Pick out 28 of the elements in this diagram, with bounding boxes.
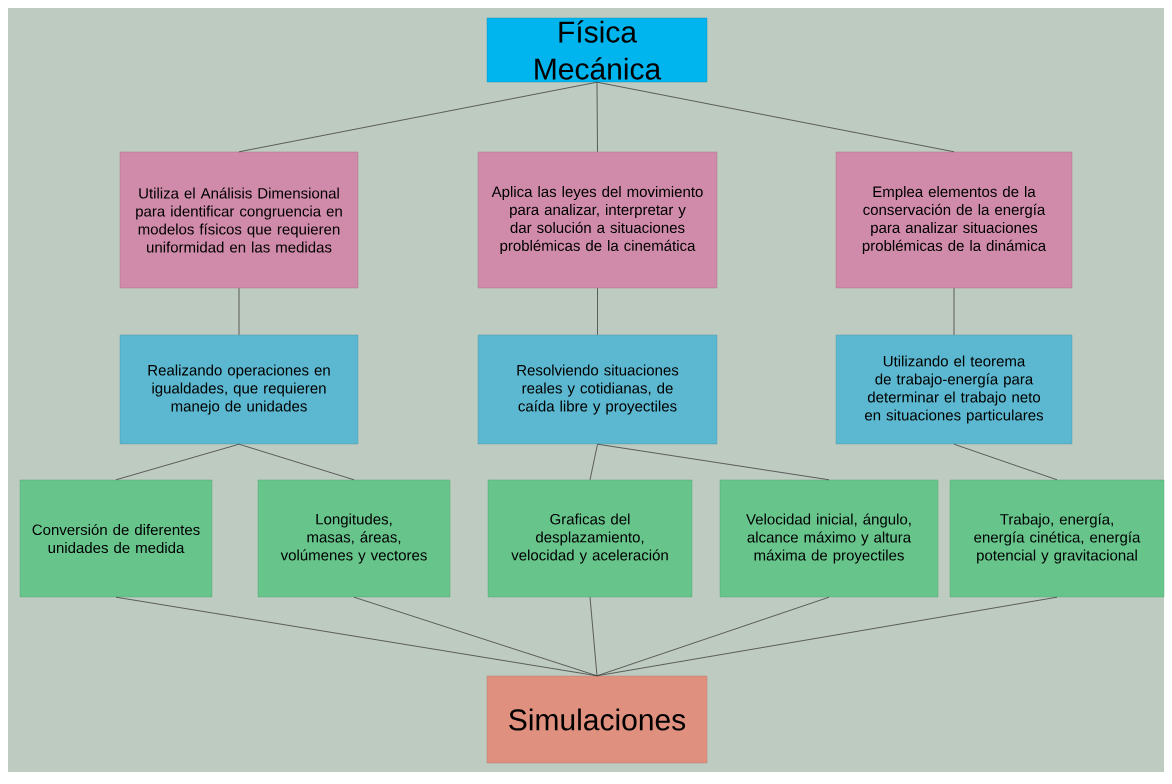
connector-line — [589, 596, 598, 677]
connector-line — [596, 596, 830, 677]
topic-box: Velocidad inicial, ángulo, alcance máximo y altura máxima de proyectiles — [719, 479, 939, 598]
connector-line — [238, 81, 598, 153]
connector-line — [953, 443, 1058, 481]
connector-line — [596, 596, 1058, 677]
method-box: Realizando operaciones en igualdades, que requieren manejo de unidades — [119, 334, 359, 445]
topic-box: Longitudes, masas, áreas, volúmenes y vectores — [257, 479, 451, 598]
connector-line — [238, 443, 355, 481]
objective-box: Utiliza el Análisis Dimensional para identificar congruencia en modelos físicos que requieren uniformidad en las medidas — [119, 151, 359, 289]
connector-line — [353, 596, 598, 677]
method-box: Resolviendo situaciones reales y cotidianas, de caída libre y proyectiles — [477, 334, 718, 445]
connector-line — [238, 287, 240, 336]
topic-box: Graficas del desplazamiento, velocidad y aceleración — [487, 479, 693, 598]
objective-box: Aplica las leyes del movimiento para analizar, interpretar y dar solución a situaciones problémicas de la cinemática — [477, 151, 718, 289]
title-box: Física Mecánica — [486, 17, 708, 83]
topic-box: Conversión de diferentes unidades de medida — [19, 479, 213, 598]
objective-box: Emplea elementos de la conservación de la energía para analizar situaciones problémicas de la dinámica — [835, 151, 1073, 289]
result-box: Simulaciones — [486, 675, 708, 764]
connector-line — [596, 81, 955, 153]
topic-box: Trabajo, energía, energía cinética, energía potencial y gravitacional — [949, 479, 1165, 598]
connector-line — [597, 287, 598, 336]
method-box: Utilizando el teorema de trabajo-energía para determinar el trabajo neto en situaciones particulares — [835, 334, 1073, 445]
connector-line — [596, 81, 598, 153]
connector-line — [597, 443, 830, 481]
connector-line — [115, 443, 240, 481]
connector-line — [589, 443, 598, 481]
connector-line — [953, 287, 955, 336]
